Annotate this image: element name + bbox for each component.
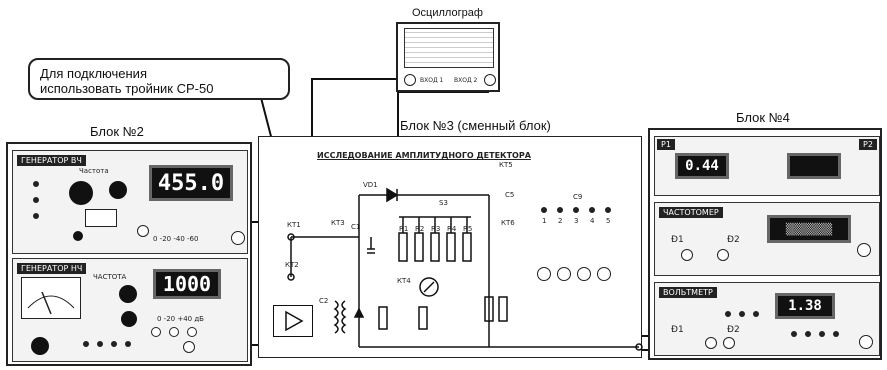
range-led <box>819 331 825 337</box>
tuning-knob[interactable] <box>557 267 571 281</box>
generator-hf-level-knob[interactable] <box>73 231 83 241</box>
volt-input1-connector[interactable] <box>705 337 717 349</box>
generator-lf-level-knob[interactable] <box>121 311 137 327</box>
attenuator-knob[interactable] <box>169 327 179 337</box>
resistor-label: R2 <box>415 225 424 233</box>
c-label: C2 <box>319 297 328 305</box>
indicator-led <box>33 181 39 187</box>
osc-input2-label: ВХОД 2 <box>454 77 477 84</box>
block3-title: Блок №3 (сменный блок) <box>400 118 551 133</box>
switch-position[interactable] <box>589 207 595 213</box>
generator-hf: ГЕНЕРАТОР ВЧ Частота 455.0 0 -20 -40 -60 <box>12 150 248 254</box>
generator-lf-label: ГЕНЕРАТОР НЧ <box>17 263 86 274</box>
mode-led <box>753 311 759 317</box>
meter-tag: P2 <box>859 139 877 150</box>
oscilloscope-screen <box>404 28 494 68</box>
mode-led <box>97 341 103 347</box>
volt-input2-connector[interactable] <box>723 337 735 349</box>
generator-hf-attenuator[interactable] <box>231 231 245 245</box>
generator-lf-output[interactable] <box>183 341 195 353</box>
generator-lf-freq-knob[interactable] <box>119 285 137 303</box>
input2-label: Ð2 <box>727 325 740 335</box>
switch-number: 5 <box>606 217 610 225</box>
switch-number: 2 <box>558 217 562 225</box>
generator-lf-scale: 0 -20 +40 дБ <box>157 315 204 323</box>
range-led <box>805 331 811 337</box>
resistor-label: R5 <box>463 225 472 233</box>
voltmeter-display: 1.38 <box>775 293 835 319</box>
mode-led <box>125 341 131 347</box>
freq-input1-connector[interactable] <box>681 249 693 261</box>
tuning-knob[interactable] <box>597 267 611 281</box>
generator-lf-knob-label: ЧАСТОТА <box>93 273 126 281</box>
generator-hf-output[interactable] <box>137 225 149 237</box>
meter-left-display: 0.44 <box>675 153 729 179</box>
power-knob[interactable] <box>31 337 49 355</box>
osc-input1-label: ВХОД 1 <box>420 77 443 84</box>
frequency-meter-display: ▒▒▒▒▒▒▒ <box>767 215 851 243</box>
block2-title: Блок №2 <box>90 124 144 139</box>
resistor-label: R1 <box>399 225 408 233</box>
resistor-label: R4 <box>447 225 456 233</box>
osc-input1-connector[interactable] <box>404 74 416 86</box>
mode-led <box>83 341 89 347</box>
block4-top-meters: 0.44 P1 P2 <box>654 136 880 196</box>
block2-panel: ГЕНЕРАТОР ВЧ Частота 455.0 0 -20 -40 -60… <box>6 142 252 366</box>
indicator-led <box>33 213 39 219</box>
switch-position[interactable] <box>573 207 579 213</box>
generator-hf-scale: 0 -20 -40 -60 <box>153 235 198 243</box>
block4-panel: 0.44 P1 P2 ЧАСТОТОМЕР ▒▒▒▒▒▒▒ Ð1 Ð2 ВОЛЬ… <box>648 128 882 360</box>
osc-input2-connector[interactable] <box>484 74 496 86</box>
block3-panel: ИССЛЕДОВАНИЕ АМПЛИТУДНОГО ДЕТЕКТОРА КТ1 … <box>258 136 642 358</box>
input2-label: Ð2 <box>727 235 740 245</box>
generator-hf-label: ГЕНЕРАТОР ВЧ <box>17 155 86 166</box>
mode-led <box>725 311 731 317</box>
switch-number: 1 <box>542 217 546 225</box>
meter-right-display <box>787 153 841 179</box>
mode-led <box>111 341 117 347</box>
input1-label: Ð1 <box>671 325 684 335</box>
note-line-2: использовать тройник СР-50 <box>40 81 278 96</box>
voltmeter-label: ВОЛЬТМЕТР <box>659 287 717 298</box>
frequency-meter: ЧАСТОТОМЕР ▒▒▒▒▒▒▒ Ð1 Ð2 <box>654 202 880 276</box>
oscilloscope-panel: ВХОД 1 ВХОД 2 <box>396 22 500 92</box>
switch-position[interactable] <box>605 207 611 213</box>
switch-number: 3 <box>574 217 578 225</box>
mode-led <box>739 311 745 317</box>
freq-input2-connector[interactable] <box>717 249 729 261</box>
generator-hf-display: 455.0 <box>149 165 233 201</box>
block4-title: Блок №4 <box>736 110 790 125</box>
generator-hf-knob-label: Частота <box>79 167 109 175</box>
tuning-knob[interactable] <box>577 267 591 281</box>
indicator-led <box>33 197 39 203</box>
range-led <box>791 331 797 337</box>
switch-number: 4 <box>590 217 594 225</box>
meter-tag: P1 <box>657 139 675 150</box>
attenuator-knob[interactable] <box>187 327 197 337</box>
voltmeter: ВОЛЬТМЕТР 1.38 Ð1 Ð2 <box>654 282 880 356</box>
freq-mode-knob[interactable] <box>857 243 871 257</box>
detector-circuit-schematic <box>259 137 643 359</box>
oscilloscope-title: Осциллограф <box>412 7 483 19</box>
range-switch[interactable] <box>85 209 117 227</box>
generator-hf-freq-knob[interactable] <box>69 181 93 205</box>
meter-needle-icon <box>22 278 80 318</box>
connection-note: Для подключения использовать тройник СР-… <box>28 58 290 100</box>
resistor-label: R3 <box>431 225 440 233</box>
switch-position[interactable] <box>557 207 563 213</box>
amplifier-block <box>273 305 313 337</box>
generator-hf-fine-knob[interactable] <box>109 181 127 199</box>
generator-lf-analog-meter <box>21 277 81 319</box>
frequency-meter-label: ЧАСТОТОМЕР <box>659 207 723 218</box>
input1-label: Ð1 <box>671 235 684 245</box>
note-line-1: Для подключения <box>40 66 278 81</box>
generator-lf: ГЕНЕРАТОР НЧ ЧАСТОТА 1000 0 -20 +40 дБ <box>12 258 248 362</box>
attenuator-knob[interactable] <box>151 327 161 337</box>
switch-position[interactable] <box>541 207 547 213</box>
range-led <box>833 331 839 337</box>
tuning-knob[interactable] <box>537 267 551 281</box>
amplifier-triangle-icon <box>274 306 312 336</box>
generator-lf-display: 1000 <box>153 269 221 299</box>
volt-mode-knob[interactable] <box>859 335 873 349</box>
